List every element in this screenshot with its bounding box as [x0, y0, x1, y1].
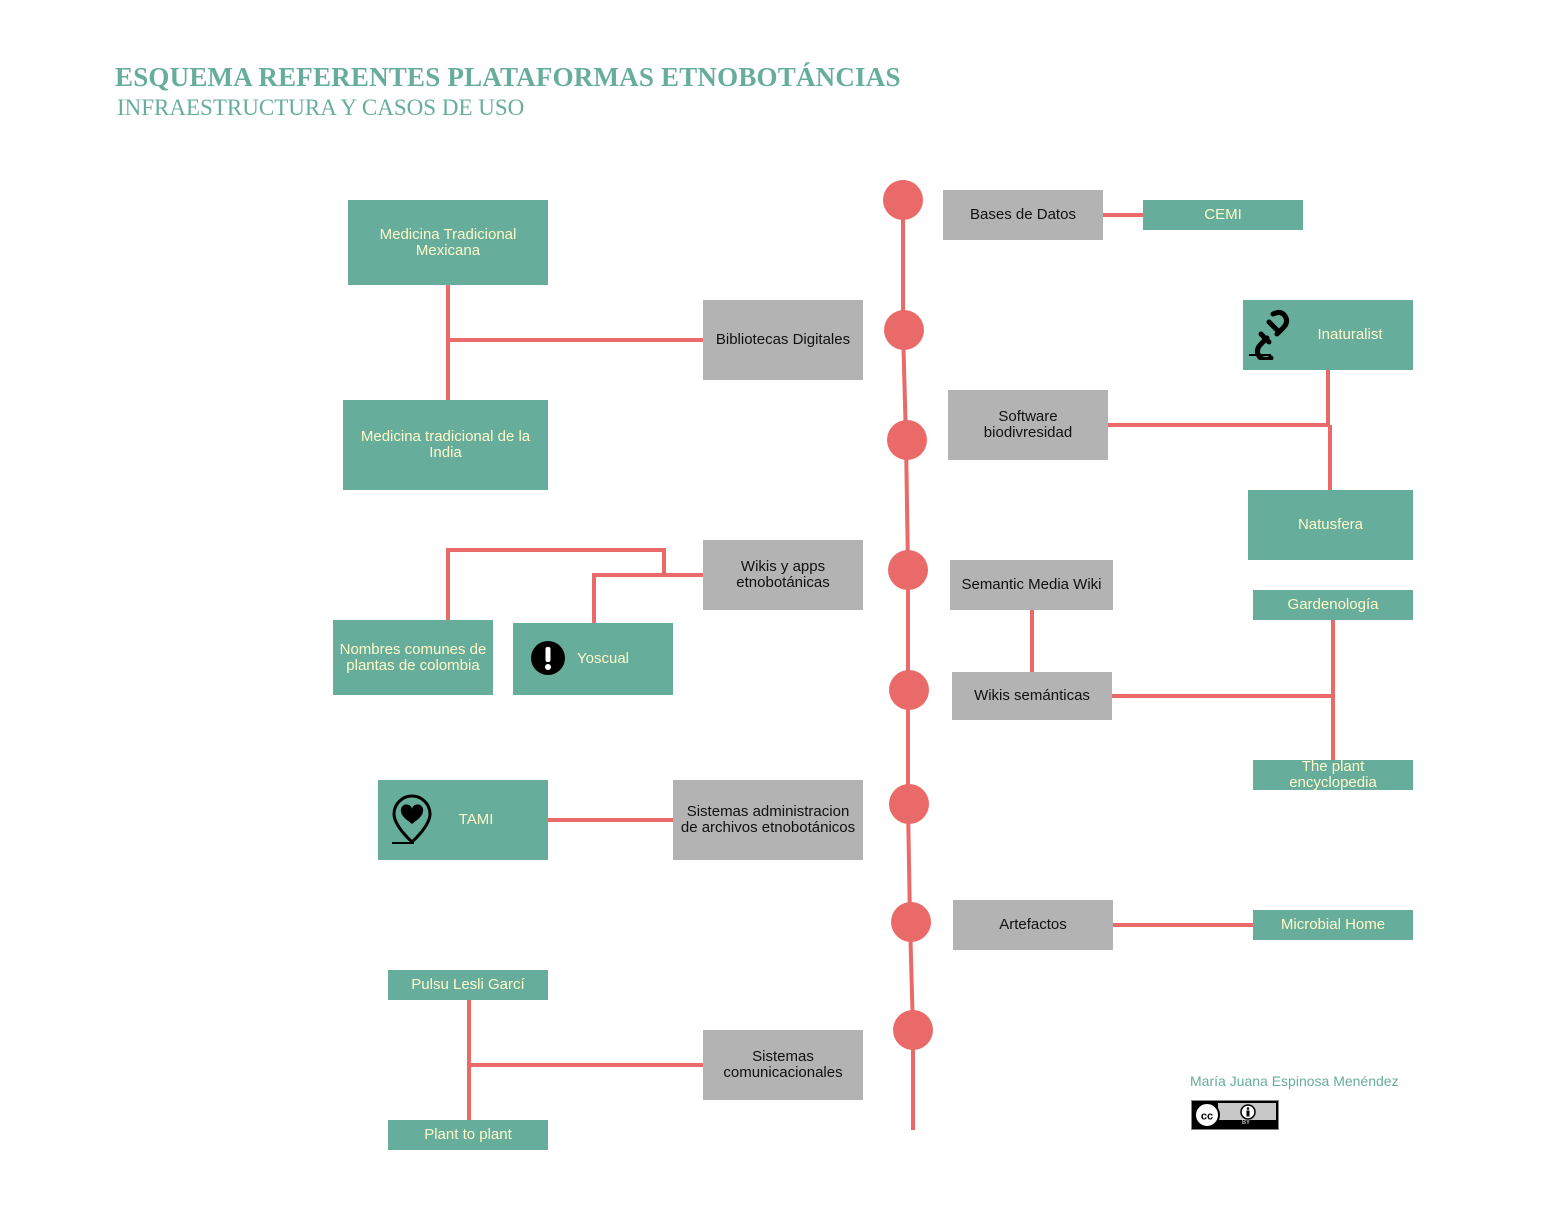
category-semantic-media-wiki: Semantic Media Wiki	[950, 560, 1113, 610]
example-yoscual: Yoscual	[513, 623, 673, 695]
example-medicina-mexicana: Medicina Tradicional Mexicana	[348, 200, 548, 285]
example-microbial-home: Microbial Home	[1253, 910, 1413, 940]
category-bibliotecas-digitales: Bibliotecas Digitales	[703, 300, 863, 380]
example-cemi: CEMI	[1143, 200, 1303, 230]
yoscual-label: Yoscual	[577, 650, 629, 667]
category-sistemas-comunicacionales: Sistemas comunicacionales	[703, 1030, 863, 1100]
example-natusfera: Natusfera	[1248, 490, 1413, 560]
example-plant-to-plant: Plant to plant	[388, 1120, 548, 1150]
category-sistemas-administracion: Sistemas administracion de archivos etno…	[673, 780, 863, 860]
timeline-node	[887, 420, 927, 460]
example-inaturalist: Inaturalist	[1243, 300, 1413, 370]
inaturalist-label: Inaturalist	[1317, 326, 1383, 343]
page-subtitle: INFRAESTRUCTURA Y CASOS DE USO	[117, 95, 525, 120]
example-pulsu: Pulsu Lesli Garcí	[388, 970, 548, 1000]
svg-text:cc: cc	[1201, 1111, 1213, 1123]
exclamation-icon	[530, 640, 566, 676]
creative-commons-by-icon: cc BY	[1191, 1100, 1279, 1130]
timeline-node	[884, 310, 924, 350]
timeline-node	[889, 670, 929, 710]
category-bases-de-datos: Bases de Datos	[943, 190, 1103, 240]
license-label: BY	[1242, 1120, 1251, 1126]
timeline-node	[893, 1010, 933, 1050]
broken-link-icon	[1247, 308, 1293, 363]
author-credit: María Juana Espinosa Menéndez	[1190, 1073, 1399, 1089]
example-medicina-india: Medicina tradicional de la India	[343, 400, 548, 490]
page-title: ESQUEMA REFERENTES PLATAFORMAS ETNOBOTÁN…	[115, 62, 901, 92]
category-wikis-semanticas: Wikis semánticas	[952, 672, 1112, 720]
category-software-biodiversidad: Software biodivresidad	[948, 390, 1108, 460]
timeline-node	[889, 784, 929, 824]
connector-line	[446, 548, 703, 620]
timeline-node	[888, 550, 928, 590]
example-tami: TAMI	[378, 780, 548, 860]
example-plant-encyclopedia: The plant encyclopedia	[1253, 760, 1413, 790]
tami-label: TAMI	[458, 811, 494, 828]
category-artefactos: Artefactos	[953, 900, 1113, 950]
heart-pin-icon	[390, 794, 434, 846]
timeline-node	[883, 180, 923, 220]
category-wikis-apps: Wikis y apps etnobotánicas	[703, 540, 863, 610]
example-nombres-comunes: Nombres comunes de plantas de colombia	[333, 620, 493, 695]
example-gardenologia: Gardenología	[1253, 590, 1413, 620]
timeline-node	[891, 902, 931, 942]
connector-line	[592, 573, 664, 623]
